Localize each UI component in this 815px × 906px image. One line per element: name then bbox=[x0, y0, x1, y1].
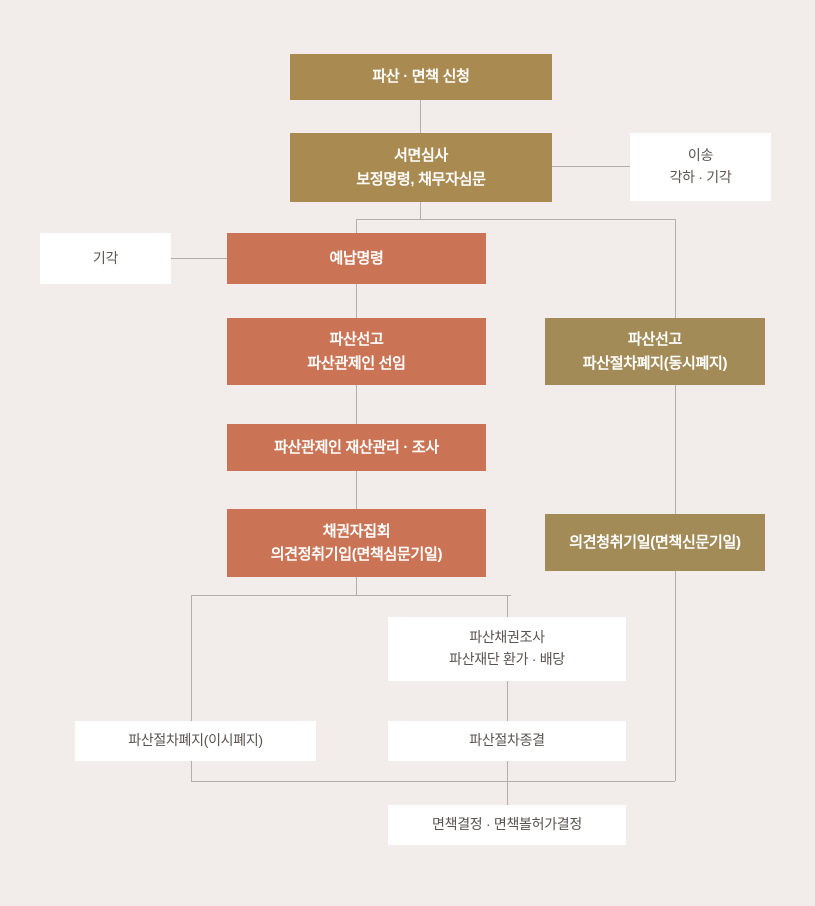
edge-split-horizontal bbox=[356, 219, 675, 220]
node-procedure-abolition: 파산절차폐지(이시폐지) bbox=[75, 721, 316, 761]
edge-hearing-merge bbox=[675, 571, 676, 781]
node-bankruptcy-discharge-application: 파산 · 면책 신청 bbox=[290, 54, 552, 100]
node-creditors-meeting: 채권자집회 의견정취기입(면책심문기일) bbox=[227, 509, 486, 577]
node-label: 각하 · 기각 bbox=[669, 169, 732, 185]
edge-split-abolition bbox=[191, 595, 192, 721]
node-label: 채권자집회 bbox=[322, 522, 391, 540]
node-transfer-rejection: 이송 각하 · 기각 bbox=[630, 133, 771, 201]
edge-trustee-creditors bbox=[356, 471, 357, 509]
node-bankruptcy-declaration-trustee: 파산선고 파산관제인 선임 bbox=[227, 318, 486, 385]
edge-declare-trustee bbox=[356, 385, 357, 424]
edge-declare-simul-hearing bbox=[675, 385, 676, 514]
edge-claims-closure bbox=[507, 681, 508, 721]
node-label: 파산관제인 재산관리 · 조사 bbox=[274, 438, 439, 456]
edge-creditors-split bbox=[356, 577, 357, 595]
node-label: 보정명령, 채무자심문 bbox=[356, 170, 486, 188]
edge-review-transfer bbox=[552, 166, 630, 167]
edge-abolition-merge bbox=[191, 761, 192, 781]
node-label: 기각 bbox=[92, 249, 119, 266]
node-label: 서면심사 bbox=[393, 147, 448, 165]
edge-split-declare-simul bbox=[675, 219, 676, 318]
node-label: 파산절차폐지(이시폐지) bbox=[128, 732, 263, 749]
node-claims-investigation-distribution: 파산채권조사 파산재단 환가 · 배당 bbox=[388, 617, 626, 681]
edge-apply-review bbox=[420, 100, 421, 133]
edge-split-claims bbox=[507, 595, 508, 617]
node-opinion-hearing-date: 의견청취기일(면책신문기일) bbox=[545, 514, 765, 571]
edge-deposit-declare bbox=[356, 284, 357, 318]
edge-lower-split-horizontal bbox=[191, 595, 511, 596]
node-label: 파산절차폐지(동시폐지) bbox=[582, 354, 728, 372]
node-bankruptcy-declaration-simultaneous-abolition: 파산선고 파산절차폐지(동시폐지) bbox=[545, 318, 765, 385]
node-label: 파산선고 bbox=[329, 331, 384, 349]
node-procedure-closure: 파산절차종결 bbox=[388, 721, 626, 761]
node-label: 예납명령 bbox=[329, 249, 384, 267]
node-label: 파산 · 면책 신청 bbox=[372, 68, 470, 86]
edge-merge-horizontal bbox=[191, 781, 675, 782]
node-trustee-asset-management: 파산관제인 재산관리 · 조사 bbox=[227, 424, 486, 471]
edge-review-split bbox=[420, 202, 421, 219]
node-label: 파산선고 bbox=[627, 331, 682, 349]
node-label: 이송 bbox=[687, 147, 714, 164]
node-label: 면책결정 · 면책볼허가결정 bbox=[432, 816, 582, 833]
node-label: 파산채권조사 bbox=[469, 629, 545, 646]
edge-closure-discharge bbox=[507, 761, 508, 805]
edge-split-deposit bbox=[356, 219, 357, 233]
node-label: 의견청취기일(면책신문기일) bbox=[569, 533, 741, 551]
edge-deposit-dismiss bbox=[171, 258, 227, 259]
node-label: 파산재단 환가 · 배당 bbox=[449, 651, 565, 667]
node-discharge-decision: 면책결정 · 면책볼허가결정 bbox=[388, 805, 626, 845]
node-dismissal: 기각 bbox=[40, 233, 171, 284]
node-deposit-order: 예납명령 bbox=[227, 233, 486, 284]
node-label: 파산절차종결 bbox=[469, 732, 545, 749]
node-label: 파산관제인 선임 bbox=[307, 354, 406, 372]
node-label: 의견정취기입(면책심문기일) bbox=[270, 546, 443, 563]
node-document-review: 서면심사 보정명령, 채무자심문 bbox=[290, 133, 552, 202]
